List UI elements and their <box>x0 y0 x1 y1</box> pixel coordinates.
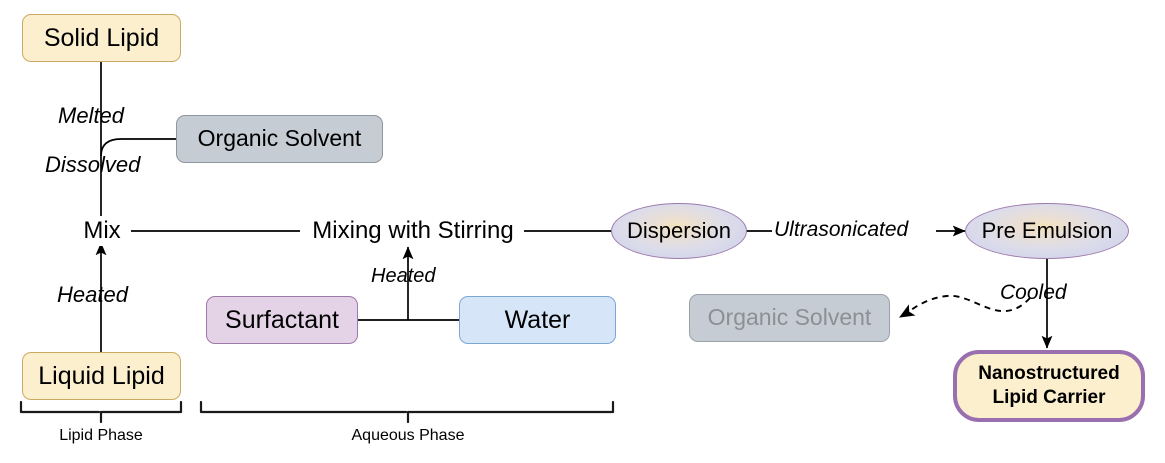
edge-organic-solvent-to-lipid-line <box>100 138 176 157</box>
node-mixing-with-stirring-label: Mixing with Stirring <box>312 217 514 244</box>
bracket-label-aqueous-phase-text: Aqueous Phase <box>351 427 465 444</box>
node-surfactant[interactable]: Surfactant <box>206 296 358 344</box>
nlc-label-line2: Lipid Carrier <box>992 387 1106 408</box>
node-surfactant-label: Surfactant <box>225 306 339 334</box>
bracket-label-lipid-phase: Lipid Phase <box>21 427 181 445</box>
node-nanostructured-lipid-carrier[interactable]: Nanostructured Lipid Carrier <box>953 350 1145 422</box>
edge-label-heated-lipid-text: Heated <box>57 282 128 307</box>
node-solid-lipid[interactable]: Solid Lipid <box>22 14 181 62</box>
node-pre-emulsion[interactable]: Pre Emulsion <box>965 203 1129 259</box>
node-dispersion-label: Dispersion <box>627 218 731 243</box>
node-organic-solvent-top-label: Organic Solvent <box>197 125 362 152</box>
bracket-label-aqueous-phase: Aqueous Phase <box>308 427 508 445</box>
edge-solvent-evaporation-dashed <box>899 295 1031 318</box>
node-pre-emulsion-label: Pre Emulsion <box>981 218 1113 243</box>
bracket-label-lipid-phase-text: Lipid Phase <box>59 427 143 444</box>
bracket-lipid-phase <box>19 400 183 424</box>
edge-label-heated-aqueous: Heated <box>371 265 436 288</box>
bracket-aqueous-phase <box>199 400 615 424</box>
node-mixing-with-stirring[interactable]: Mixing with Stirring <box>302 216 524 246</box>
edge-label-heated-lipid: Heated <box>57 282 128 308</box>
node-organic-solvent-removed-label: Organic Solvent <box>707 304 872 331</box>
node-water[interactable]: Water <box>459 296 616 344</box>
node-liquid-lipid[interactable]: Liquid Lipid <box>22 352 181 400</box>
node-solid-lipid-label: Solid Lipid <box>43 24 160 52</box>
node-water-label: Water <box>504 306 571 334</box>
node-organic-solvent-top[interactable]: Organic Solvent <box>176 115 383 163</box>
node-mix-label: Mix <box>83 217 121 244</box>
nlc-label-line1: Nanostructured <box>978 363 1120 385</box>
edge-label-ultrasonicated: Ultrasonicated <box>774 218 908 242</box>
node-liquid-lipid-label: Liquid Lipid <box>38 362 165 390</box>
node-mix[interactable]: Mix <box>78 216 126 246</box>
edge-label-dissolved: Dissolved <box>45 152 140 178</box>
edge-label-cooled-text: Cooled <box>1000 281 1067 304</box>
edge-label-melted-text: Melted <box>58 103 125 128</box>
edge-label-heated-aqueous-text: Heated <box>371 265 436 287</box>
node-dispersion[interactable]: Dispersion <box>611 203 747 259</box>
edge-label-dissolved-text: Dissolved <box>45 152 141 177</box>
edge-label-ultrasonicated-text: Ultrasonicated <box>774 218 909 241</box>
edge-label-cooled: Cooled <box>1000 281 1067 305</box>
node-organic-solvent-removed[interactable]: Organic Solvent <box>689 294 890 342</box>
edge-label-melted: Melted <box>58 103 124 129</box>
